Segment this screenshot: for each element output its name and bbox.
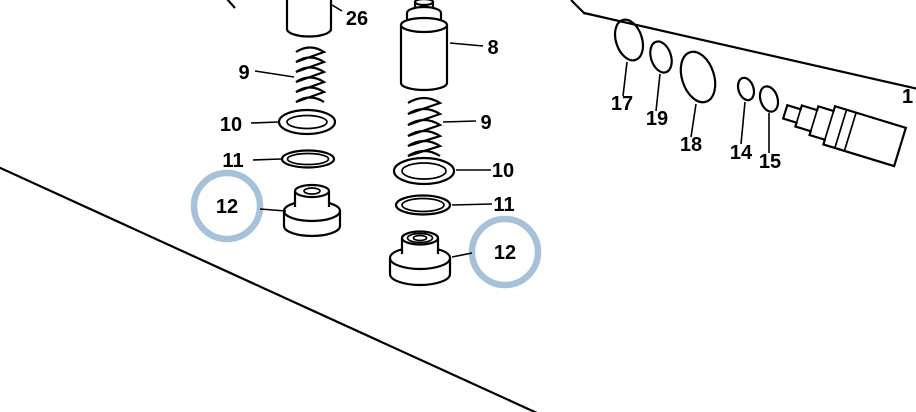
leader-10-left [250,121,279,124]
leader-8 [449,42,484,47]
leader-18 [690,103,697,138]
label-edge-number: 1 [902,86,913,108]
assembly-left: 26 9 10 11 12 [190,0,368,243]
label-oring-left: 10 [220,114,242,136]
leader-14 [740,101,746,145]
cap-hole [412,234,428,242]
leader-17 [622,61,628,97]
block-edge-line [583,11,916,90]
o-ring-15 [758,85,780,113]
seal-cap-12-left [282,183,342,238]
highlight-circle-right [468,215,542,289]
label-ring-18: 18 [680,134,702,156]
o-ring-18 [679,50,717,104]
label-oring-right: 10 [492,160,514,182]
o-ring-10-left [277,108,337,136]
part-26-cylinder [285,0,333,38]
washer-11-right [394,194,452,216]
o-ring-19 [649,40,673,74]
cap-hole [303,187,321,195]
seal-kit-row: 17 19 18 14 15 1 [570,0,916,173]
label-part-8: 8 [487,37,498,59]
label-spring-left: 9 [238,62,249,84]
panel-edge-line [0,166,538,412]
spring-left [295,46,327,104]
washer-11-left [280,149,336,169]
leader-11-left [252,158,282,161]
o-ring-10-right [392,156,456,186]
leader-19 [655,73,661,112]
label-cap-left: 12 [216,196,238,218]
label-washer-left: 11 [222,150,243,172]
spring-right [407,96,443,158]
leader-26 [331,4,343,12]
label-ring-19: 19 [646,108,668,130]
label-cap-right: 12 [494,242,516,264]
break-tick-right [570,0,586,15]
leader-9-right [442,120,477,123]
o-ring-14 [736,76,756,102]
o-ring-17 [613,18,645,62]
highlight-circle-left [190,169,264,243]
seal-cap-12-right [388,230,452,287]
leader-12-right [451,252,473,258]
label-spring-right: 9 [480,112,491,134]
label-part-26: 26 [346,8,368,30]
label-ring-17: 17 [611,93,633,115]
cartridge-body [781,103,908,168]
label-ring-15: 15 [759,151,781,173]
assembly-right: 8 9 10 11 12 [388,0,542,289]
leader-11-right [451,203,493,206]
label-ring-14: 14 [730,142,753,164]
leader-12-left [259,208,287,212]
leader-9-left [254,70,295,78]
break-tick-left [226,0,236,9]
part-8-valve [399,0,449,92]
valve-cartridge [781,103,908,168]
label-washer-right: 11 [493,194,514,216]
